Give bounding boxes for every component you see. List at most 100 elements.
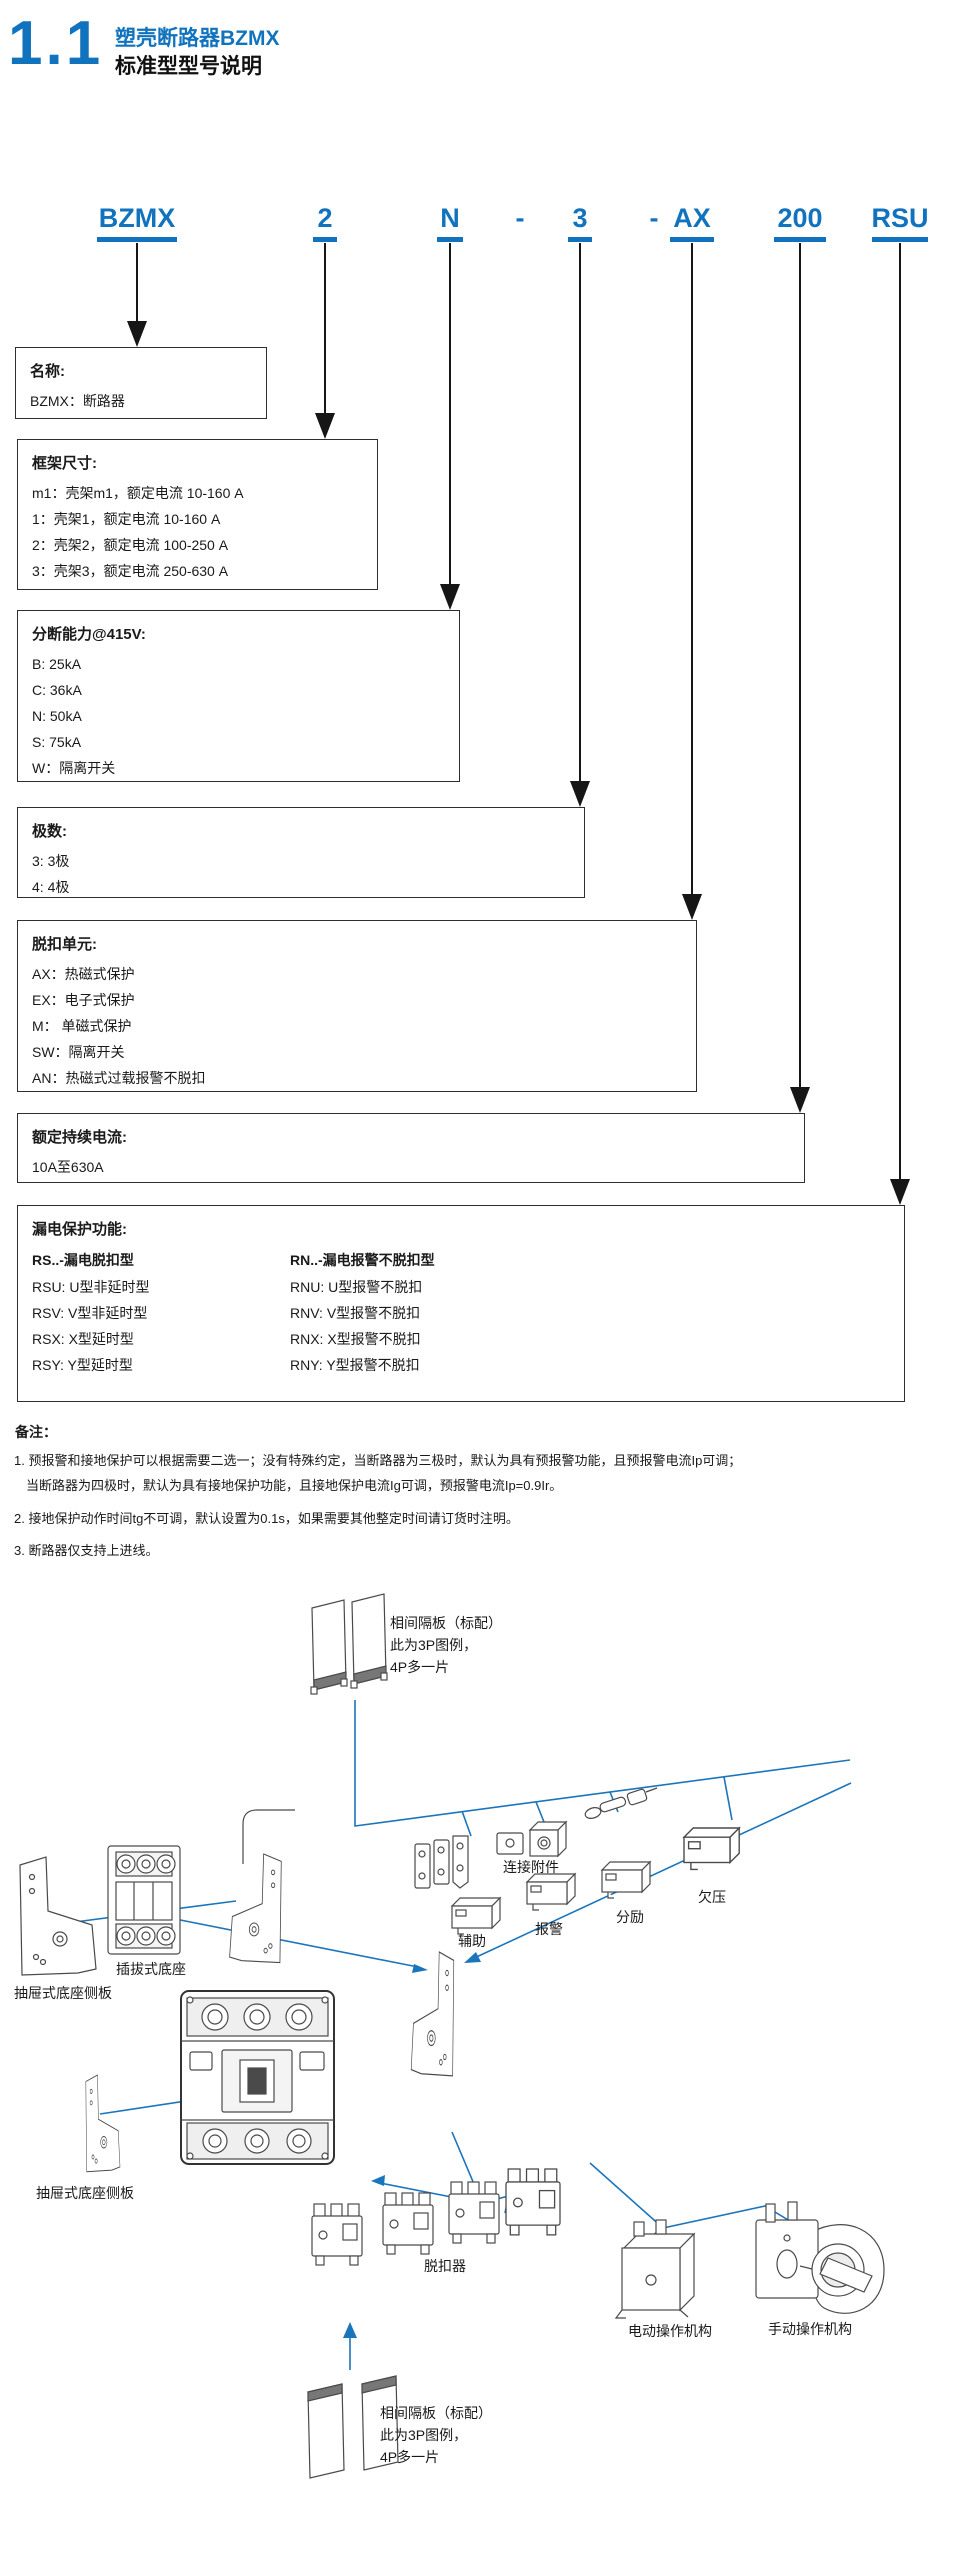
box-line: 2：壳架2，额定电流 100-250 A — [32, 537, 229, 553]
box-line: B: 25kA — [32, 656, 82, 672]
box-line: C: 36kA — [32, 682, 82, 698]
box-title: 额定持续电流: — [32, 1129, 127, 1146]
code-segment-series: BZMX — [98, 203, 176, 233]
connector-lines — [74, 1700, 852, 2370]
shunt-release-part — [601, 1861, 651, 1899]
plug-in-base — [107, 1845, 181, 1955]
trip-units — [311, 2168, 561, 2266]
code-underline — [568, 237, 592, 242]
auxiliary-contact-part — [451, 1897, 501, 1935]
box-line: M： 单磁式保护 — [32, 1018, 132, 1034]
box-line: 3: 3极 — [32, 853, 70, 869]
auxiliary-label: 辅助 — [458, 1933, 486, 1949]
arrow-line — [579, 243, 581, 781]
arrow-line — [799, 243, 801, 1087]
box-line: RSU: U型非延时型 — [32, 1279, 150, 1295]
info-box-leakage-protection: 漏电保护功能: RS..-漏电脱扣型 RSU: U型非延时型 RSV: V型非延… — [17, 1205, 905, 1402]
box-line: RNU: U型报警不脱扣 — [290, 1279, 423, 1295]
drawer-side-plate-label: 抽屉式底座侧板 — [36, 2185, 134, 2201]
notes-label: 备注： — [15, 1424, 57, 1440]
alarm-label: 报警 — [535, 1921, 563, 1937]
page-title: 塑壳断路器BZMX — [115, 27, 280, 50]
arrow-line — [136, 243, 138, 321]
box-line: RSX: X型延时型 — [32, 1331, 134, 1347]
small-mounting-plates — [414, 1835, 469, 1889]
circuit-breaker-body — [180, 1990, 335, 2165]
arrow-head-icon — [570, 781, 590, 807]
info-box-trip-unit: 脱扣单元: AX：热磁式保护 EX：电子式保护 M： 单磁式保护 SW：隔离开关… — [17, 920, 697, 1092]
code-segment-frame: 2 — [317, 203, 333, 233]
box-title: 分断能力@415V: — [32, 626, 146, 643]
arrow-line — [691, 243, 693, 894]
trip-unit-label: 脱扣器 — [424, 2258, 466, 2274]
base-outline-hint — [242, 1809, 295, 1864]
box-line: W：隔离开关 — [32, 760, 116, 776]
note-item: 3. 断路器仅支持上进线。 — [14, 1543, 159, 1558]
box-title: 脱扣单元: — [32, 936, 97, 953]
phase-separator-plates-bottom — [307, 2375, 399, 2479]
box-line: N: 50kA — [32, 708, 82, 724]
code-segment-breaking: N — [440, 203, 460, 233]
phase-plate-top-label: 相间隔板（标配） 此为3P图例， 4P多一片 — [390, 1615, 502, 1675]
box-title: 框架尺寸: — [32, 455, 97, 472]
note-item: 当断路器为四极时，默认为具有接地保护功能，且接地保护电流Ig可调，预报警电流Ip… — [26, 1478, 563, 1493]
info-box-rated-current: 额定持续电流: 10A至630A — [17, 1113, 805, 1183]
box-line: RSY: Y型延时型 — [32, 1357, 133, 1373]
box-line: EX：电子式保护 — [32, 992, 135, 1008]
section-number: 1.1 — [8, 9, 104, 78]
arrow-head-icon — [790, 1087, 810, 1113]
info-box-breaking-capacity: 分断能力@415V: B: 25kA C: 36kA N: 50kA S: 75… — [17, 610, 460, 782]
note-item: 2. 接地保护动作时间tg不可调，默认设置为0.1s，如果需要其他整定时间请订货… — [14, 1511, 519, 1526]
info-box-frame-size: 框架尺寸: m1：壳架m1，额定电流 10-160 A 1：壳架1，额定电流 1… — [17, 439, 378, 590]
box-title: 极数: — [32, 823, 67, 840]
box-line: SW：隔离开关 — [32, 1044, 125, 1060]
code-segment-dash2: - — [649, 203, 659, 233]
box-title: 名称: — [30, 363, 65, 380]
undervoltage-release-part — [683, 1827, 740, 1871]
exploded-view-diagram — [19, 1593, 885, 2479]
code-segment-leakage: RSU — [871, 203, 929, 233]
code-underline — [437, 237, 463, 242]
info-box-poles: 极数: 3: 3极 4: 4极 — [17, 807, 585, 898]
box-title: 漏电保护功能: — [32, 1221, 127, 1238]
manual-operator-label: 手动操作机构 — [768, 2321, 852, 2337]
alarm-contact-part — [526, 1873, 576, 1911]
code-underline — [872, 237, 928, 242]
motor-operator-label: 电动操作机构 — [628, 2323, 712, 2339]
undervoltage-label: 欠压 — [698, 1889, 726, 1905]
arrow-head-icon — [440, 584, 460, 610]
manual-operator — [755, 2201, 885, 2314]
plug-in-base-label: 插拔式底座 — [116, 1961, 186, 1977]
box-line: 1：壳架1，额定电流 10-160 A — [32, 511, 221, 527]
box-line: AN：热磁式过载报警不脱扣 — [32, 1070, 206, 1086]
arrow-head-icon — [127, 321, 147, 347]
cable-part — [584, 1787, 658, 1819]
box-line: 3：壳架3，额定电流 250-630 A — [32, 563, 229, 579]
arrow-line — [449, 243, 451, 584]
arrow-head-icon — [682, 894, 702, 920]
box-line: RSV: V型非延时型 — [32, 1305, 148, 1321]
arrow-line — [324, 243, 326, 413]
leakage-right-column: RN..-漏电报警不脱扣型 RNU: U型报警不脱扣 RNV: V型报警不脱扣 … — [290, 1246, 435, 1378]
box-line: 4: 4极 — [32, 879, 70, 895]
column-header: RS..-漏电脱扣型 — [32, 1252, 134, 1268]
code-segment-dash1: - — [515, 203, 525, 233]
info-box-name: 名称: BZMX：断路器 — [15, 347, 267, 419]
motor-operator — [614, 2219, 696, 2319]
drawer-base-side-plate — [229, 1853, 282, 1964]
phase-plate-bottom-label: 相间隔板（标配） 此为3P图例， 4P多一片 — [380, 2405, 492, 2465]
code-segment-poles: 3 — [572, 203, 588, 233]
note-item: 1. 预报警和接地保护可以根据需要二选一；没有特殊约定，当断路器为三极时，默认为… — [14, 1453, 742, 1468]
box-line: m1：壳架m1，额定电流 10-160 A — [32, 485, 244, 501]
box-line: RNX: X型报警不脱扣 — [290, 1331, 421, 1347]
arrow-head-icon — [315, 413, 335, 439]
arrow-line — [899, 243, 901, 1179]
box-line: RNY: Y型报警不脱扣 — [290, 1357, 420, 1373]
shunt-label: 分励 — [616, 1909, 644, 1925]
column-header: RN..-漏电报警不脱扣型 — [290, 1252, 435, 1268]
drawer-side-plate-label: 抽屉式底座侧板 — [14, 1985, 112, 2001]
code-underline — [313, 237, 337, 242]
arrow-head-icon — [890, 1179, 910, 1205]
connector-label: 连接附件 — [503, 1859, 559, 1875]
